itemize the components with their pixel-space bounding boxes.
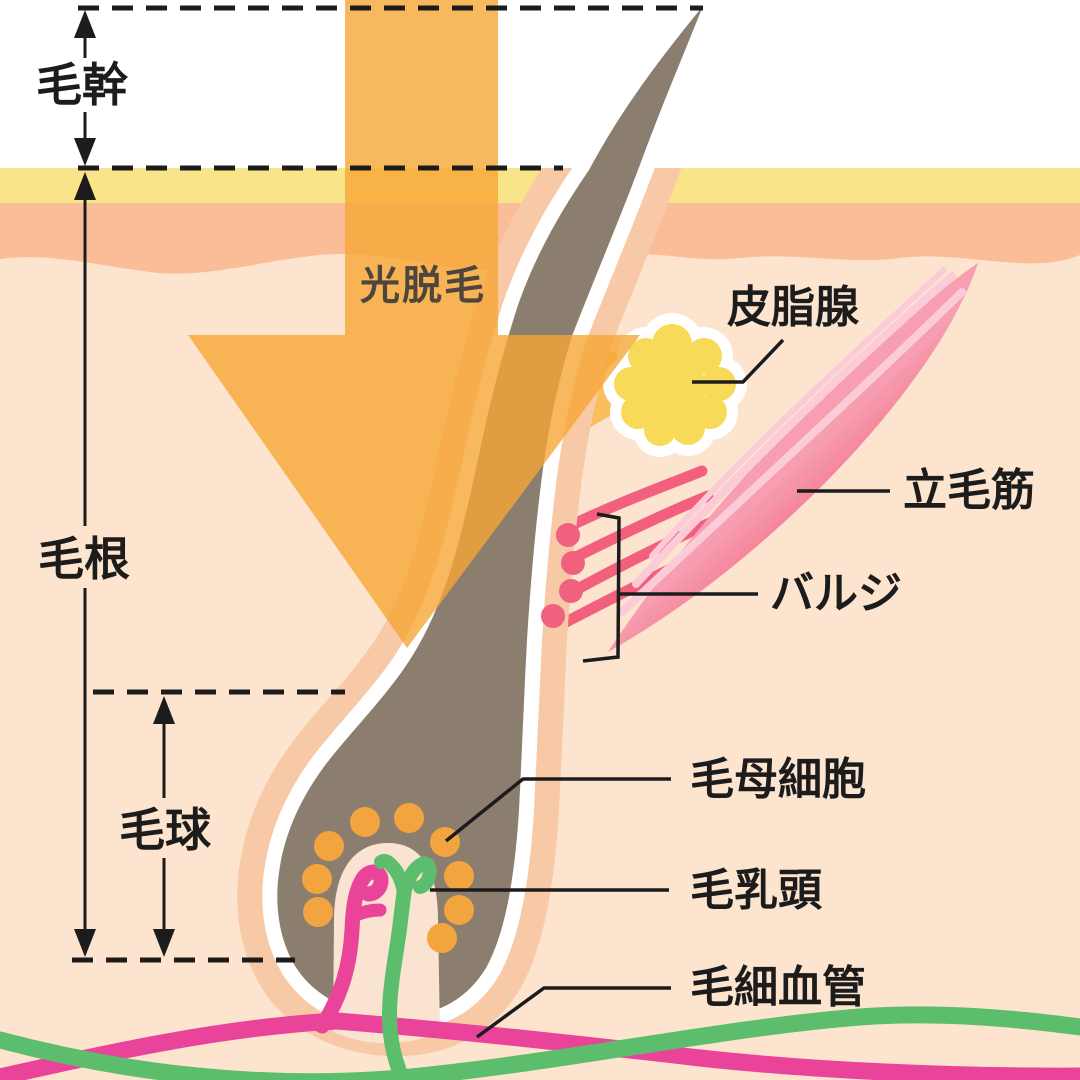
annotations: 毛幹 毛根 毛球 皮脂腺 立毛筋 バルジ 毛母細胞 毛乳頭 毛細血管 <box>36 5 1035 1039</box>
bulge-dot <box>561 551 585 575</box>
pointer-matrix-cells <box>444 777 671 843</box>
matrix-cell-dot <box>444 895 474 925</box>
muscle-fiber <box>560 465 708 534</box>
measure-hair-shaft <box>74 10 96 166</box>
bulge-bracket <box>582 512 621 663</box>
matrix-cell-dot <box>302 864 332 894</box>
light-treatment-arrow <box>188 0 640 648</box>
light-treatment-label: 光脱毛 <box>360 264 486 308</box>
muscle-fiber <box>564 490 714 566</box>
matrix-cell-dot <box>394 803 424 833</box>
capillary-green-horizontal <box>0 1006 1080 1080</box>
measure-hair-bulb <box>153 696 175 957</box>
muscle-stripe <box>649 267 947 559</box>
pointer-sebaceous-gland <box>692 338 785 384</box>
gland-lobes <box>614 324 736 446</box>
measure-hair-root <box>74 172 96 957</box>
capillary-pink-branch <box>347 903 387 923</box>
bulge-dot <box>559 579 583 603</box>
capillary-pink-horizontal <box>0 1012 1080 1080</box>
matrix-cell-dot <box>303 897 333 927</box>
bulge-dot <box>541 604 565 628</box>
matrix-cell-dot <box>314 831 344 861</box>
bulge-cells <box>541 523 585 628</box>
label-capillary: 毛細血管 <box>690 963 866 1012</box>
muscle-stripe <box>632 272 956 588</box>
matrix-cell-dot <box>444 861 474 891</box>
label-hair-bulb: 毛球 <box>119 804 212 856</box>
label-dermal-papilla: 毛乳頭 <box>690 866 823 915</box>
capillary-green-stem <box>382 885 412 1080</box>
capillary-green-arm-right <box>397 856 437 900</box>
matrix-cell-dot <box>350 807 380 837</box>
muscle-fiber <box>566 516 718 598</box>
sebaceous-gland <box>603 313 747 457</box>
pointer-capillary <box>475 986 671 1039</box>
label-hair-root: 毛根 <box>38 533 130 585</box>
arrector-pili-muscle <box>560 263 978 652</box>
matrix-cell-dot <box>427 923 457 953</box>
bulge-dot <box>556 523 580 547</box>
label-matrix-cells: 毛母細胞 <box>690 755 866 804</box>
label-hair-shaft: 毛幹 <box>36 59 129 111</box>
hair-matrix-cells <box>302 803 474 953</box>
capillary-pink-stem <box>314 864 389 1034</box>
label-bulge: バルジ <box>770 569 902 618</box>
label-sebaceous-gland: 皮脂腺 <box>727 283 860 332</box>
muscle-stripe <box>618 288 966 616</box>
label-arrector-muscle: 立毛筋 <box>903 466 1035 515</box>
